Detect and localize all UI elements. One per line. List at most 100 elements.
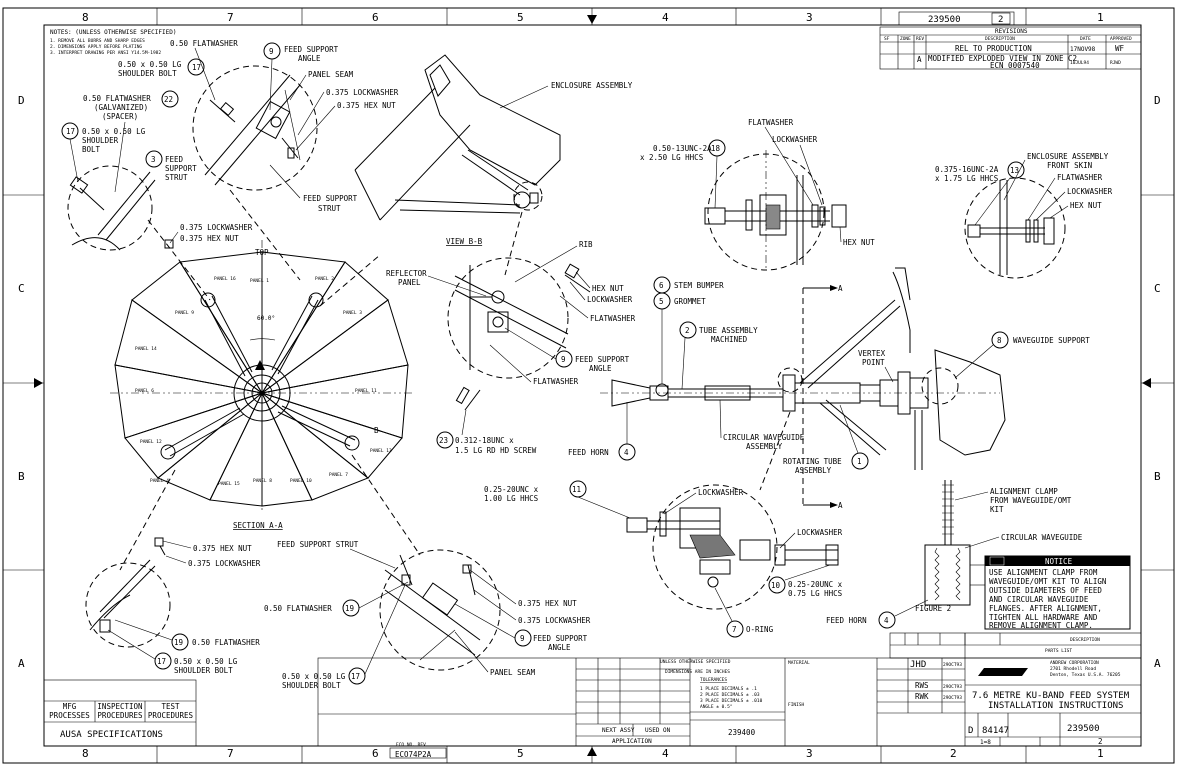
detail-circle-bottom-left [85, 562, 171, 648]
tb-company: ANDREW CORPORATION [1050, 660, 1099, 666]
tb-mfg-date: 29OCT93 [943, 695, 962, 701]
zone-col-bot-8: 1 [1097, 747, 1104, 760]
label-flatwasher-galv2: (GALVANIZED) [94, 103, 148, 112]
label-hhcs11-1: 0.25-20UNC x [484, 485, 539, 494]
leader [349, 548, 396, 569]
balloon-22 [161, 90, 179, 108]
label-hex-nut-d: 0.375 HEX NUT [193, 544, 252, 553]
notice-line-6: TIGHTEN ALL HARDWARE AND [989, 613, 1098, 622]
tb-tol-2: 2 PLACE DECIMALS ± .03 [700, 692, 760, 698]
andrew-logo [978, 668, 1028, 676]
tb-material: MATERIAL [788, 660, 810, 666]
label-section-aa: SECTION A-A [233, 521, 283, 530]
zone-col-bot-6: 3 [806, 747, 813, 760]
rev-row2-date: 10JUL94 [1070, 60, 1089, 66]
detail-oring-hardware [626, 507, 839, 588]
balloon-4a-text: 4 [624, 448, 629, 457]
leader [473, 589, 517, 621]
zone-col-bot-4: 5 [517, 747, 524, 760]
figure2-drawing [924, 480, 985, 606]
tb-size: D [968, 726, 973, 736]
detail-circle-bottom-mid [379, 549, 501, 671]
leader [504, 327, 557, 360]
label-feed-horn-a: FEED HORN [568, 448, 609, 457]
spec-mfg: MFG PROCESSES [49, 702, 90, 720]
notice-line-2: WAVEGUIDE/OMT KIT TO ALIGN [989, 577, 1106, 586]
label-vertex2: POINT [862, 358, 885, 367]
leader [894, 599, 929, 617]
tb-tol-sub: DIMENSIONS ARE IN INCHES [665, 669, 730, 675]
leader [974, 177, 1011, 226]
leader [107, 629, 156, 660]
balloon-1 [851, 452, 869, 470]
zone-col-top-3: 6 [372, 11, 379, 24]
rev-row2-ecn: ECN 0007540 [990, 61, 1040, 70]
panel-label-3: PANEL 3 [343, 310, 362, 316]
leader [162, 540, 192, 549]
detail-bottom-mid-hardware [384, 554, 481, 661]
balloon-17d-text: 17 [157, 657, 166, 666]
notes-block: NOTES: (UNLESS OTHERWISE SPECIFIED) 1. R… [50, 29, 176, 56]
label-flatwasher-c2: FLATWASHER [533, 377, 579, 386]
balloon-1-text: 1 [857, 457, 862, 466]
label-lockwasher-g: LOCKWASHER [1067, 187, 1113, 196]
leader [297, 91, 325, 136]
leader [575, 271, 591, 289]
label-feed-support-angle-a2: ANGLE [298, 54, 321, 63]
balloon-17a-text: 17 [192, 63, 201, 72]
panel-label-11: PANEL 11 [355, 388, 377, 394]
balloon-3-text: 3 [151, 155, 156, 164]
leader [839, 404, 859, 454]
leader [499, 85, 549, 109]
label-section-a-bot: A [838, 501, 843, 510]
tb-used-on: USED ON [645, 727, 671, 734]
label-flatwasher-f: FLATWASHER [748, 118, 794, 127]
tb-tol-4: ANGLE ± 0.5° [700, 704, 733, 710]
outer-border [2, 7, 1175, 764]
panel-label-1: PANEL 1 [250, 278, 269, 284]
balloon-13 [1007, 161, 1025, 179]
tb-title2: INSTALLATION INSTRUCTIONS [988, 701, 1123, 711]
label-shoulder-bolt-a1: 0.50 x 0.50 LG [118, 60, 182, 69]
leader [427, 275, 487, 297]
balloon-8 [991, 331, 1009, 349]
leader [1049, 205, 1069, 219]
label-hhcs13-2: x 1.75 LG HHCS [935, 174, 999, 183]
balloon-10-text: 10 [771, 581, 781, 590]
leader [169, 231, 179, 244]
zone-col-top-6: 3 [806, 11, 813, 24]
leader [663, 492, 697, 515]
label-lockwasher-i: LOCKWASHER [797, 528, 843, 537]
panel-label-14: PANEL 14 [135, 346, 157, 352]
label-feed-support-strut-a2: SUPPORT [165, 164, 197, 173]
leader [577, 496, 631, 519]
label-enclosure-assembly: ENCLOSURE ASSEMBLY [551, 81, 633, 90]
label-hhcs18-1: 0.50-13UNC-2A [653, 144, 712, 153]
tb-ecn-label: ECO NO. REV [396, 742, 426, 748]
tb-eng: RWS [915, 681, 929, 690]
leader [194, 47, 216, 101]
detail-bottom-left-hardware [89, 537, 166, 633]
panel-label-15: PANEL 15 [218, 481, 240, 487]
rev-header-zone: ZONE [900, 36, 911, 42]
label-waveguide-support: WAVEGUIDE SUPPORT [1013, 336, 1090, 345]
panel-label-10: PANEL 10 [290, 478, 312, 484]
leader [884, 366, 894, 383]
leader [289, 74, 307, 101]
label-top: TOP [255, 248, 269, 257]
view-bb-hardware [454, 263, 591, 411]
rev-header-approved: APPROVED [1110, 36, 1132, 42]
spec-box: MFG PROCESSES INSPECTION PROCEDURES TEST… [43, 679, 197, 747]
leader [295, 105, 336, 151]
zone-row-right-b: B [1154, 470, 1161, 483]
label-flatwasher-050-a: 0.50 FLATWASHER [170, 39, 238, 48]
label-hex-nut-0375-b: 0.375 HEX NUT [180, 234, 239, 243]
feed-assembly-drawing [600, 267, 1006, 508]
label-feed-support-strut-e: FEED SUPPORT STRUT [277, 540, 359, 549]
label-shoulder-bolt-b1: 0.50 x 0.50 LG [82, 127, 146, 136]
leader [454, 631, 489, 673]
tb-sheet: 2 [1098, 737, 1103, 746]
leader [269, 164, 301, 199]
balloon-9a-text: 9 [269, 47, 274, 56]
leader [358, 581, 409, 609]
